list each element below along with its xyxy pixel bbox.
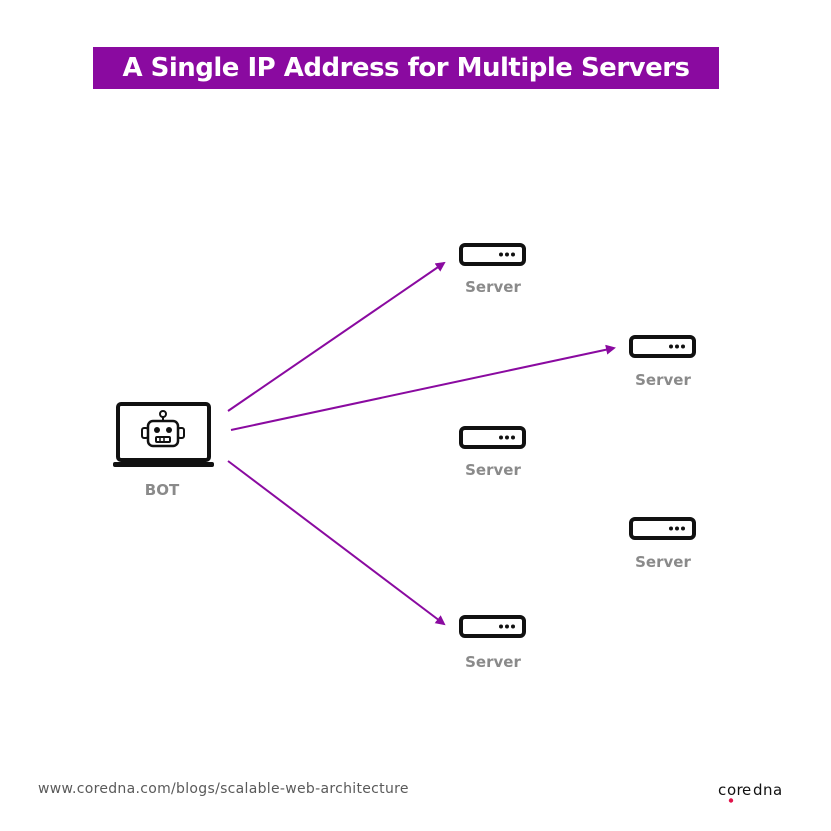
- server-label: Server: [635, 553, 691, 571]
- svg-text:n: n: [763, 781, 773, 799]
- server-label: Server: [635, 371, 691, 389]
- arrow-bot-to-server-5: [227, 460, 446, 626]
- bot-label: BOT: [144, 481, 180, 499]
- server-icon: [459, 615, 526, 638]
- svg-text:a: a: [773, 781, 782, 799]
- arrow-bot-to-server-1: [227, 261, 446, 412]
- robot-laptop-icon: [113, 402, 214, 467]
- svg-text:o: o: [727, 781, 736, 799]
- svg-text:e: e: [742, 781, 751, 799]
- coredna-logo: c o r e d n a: [718, 781, 782, 803]
- svg-text:r: r: [737, 781, 744, 799]
- page-title: A Single IP Address for Multiple Servers: [122, 53, 690, 83]
- server-label: Server: [465, 653, 521, 671]
- svg-text:d: d: [753, 781, 763, 799]
- logo-dot-icon: [728, 798, 734, 803]
- server-icon: [459, 426, 526, 449]
- source-url: www.coredna.com/blogs/scalable-web-archi…: [38, 781, 409, 797]
- server-icon: [629, 517, 696, 540]
- svg-text:c: c: [718, 781, 726, 799]
- server-label: Server: [465, 461, 521, 479]
- server-label: Server: [465, 278, 521, 296]
- title-banner: A Single IP Address for Multiple Servers: [93, 47, 719, 89]
- server-icon: [629, 335, 696, 358]
- server-icon: [459, 243, 526, 266]
- arrow-bot-to-server-2: [230, 344, 616, 431]
